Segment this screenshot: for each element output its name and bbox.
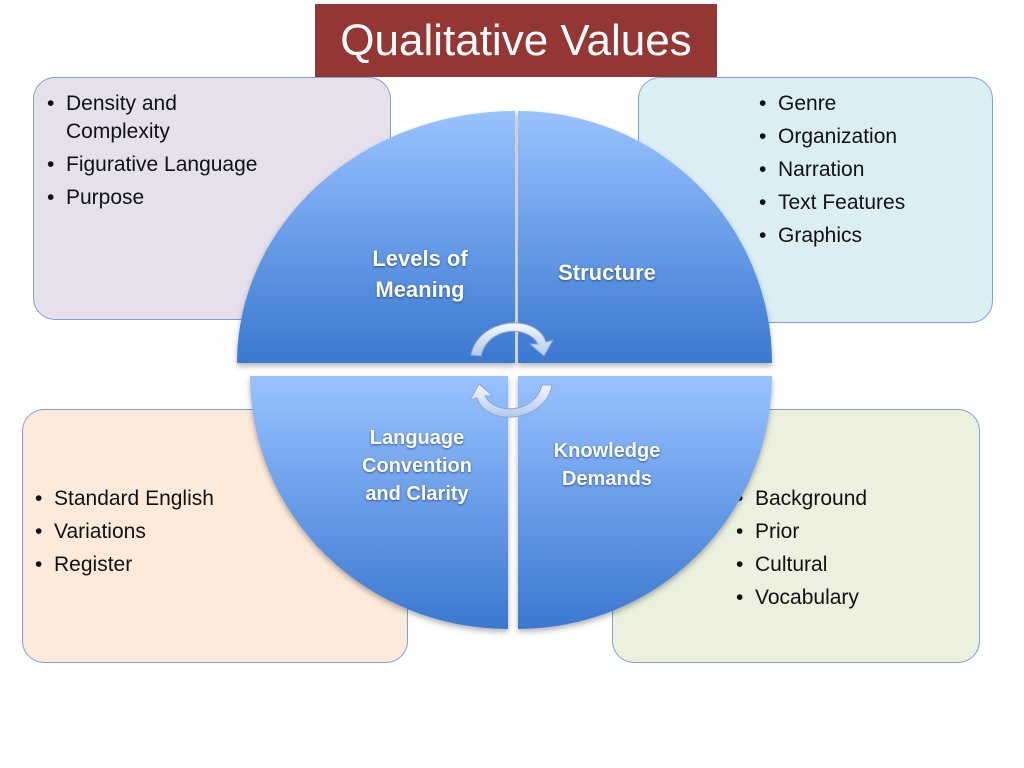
levels-of-meaning-quadrant	[237, 111, 515, 363]
list-item: Register	[35, 551, 295, 579]
page-title: Qualitative Values	[315, 4, 717, 77]
list-item: Cultural	[736, 551, 956, 579]
levels-of-meaning-label: Levels of Meaning	[372, 246, 468, 302]
list-item: Density and Complexity	[47, 90, 277, 146]
list-item: Genre	[759, 90, 979, 118]
list-item: Purpose	[47, 184, 277, 212]
list-item: Organization	[759, 123, 979, 151]
list-item: Figurative Language	[47, 151, 277, 179]
language-convention-label: Language Convention and Clarity	[362, 427, 472, 505]
knowledge-demands-list: Background Prior Cultural Vocabulary	[736, 485, 956, 617]
list-item: Graphics	[759, 222, 979, 250]
list-item: Standard English	[35, 485, 295, 513]
structure-label: Structure	[558, 260, 656, 285]
language-convention-list: Standard English Variations Register	[35, 485, 295, 584]
levels-of-meaning-list: Density and Complexity Figurative Langua…	[47, 90, 277, 217]
list-item: Variations	[35, 518, 295, 546]
list-item: Narration	[759, 156, 979, 184]
list-item: Vocabulary	[736, 584, 956, 612]
structure-list: Genre Organization Narration Text Featur…	[759, 90, 979, 255]
knowledge-demands-label: Knowledge Demands	[553, 440, 661, 490]
knowledge-demands-quadrant	[518, 376, 772, 629]
structure-quadrant	[518, 111, 772, 363]
page-title-text: Qualitative Values	[340, 15, 692, 65]
list-item: Prior	[736, 518, 956, 546]
list-item: Text Features	[759, 189, 979, 217]
cycle-arrows-icon	[468, 322, 555, 418]
language-convention-quadrant	[250, 376, 508, 629]
